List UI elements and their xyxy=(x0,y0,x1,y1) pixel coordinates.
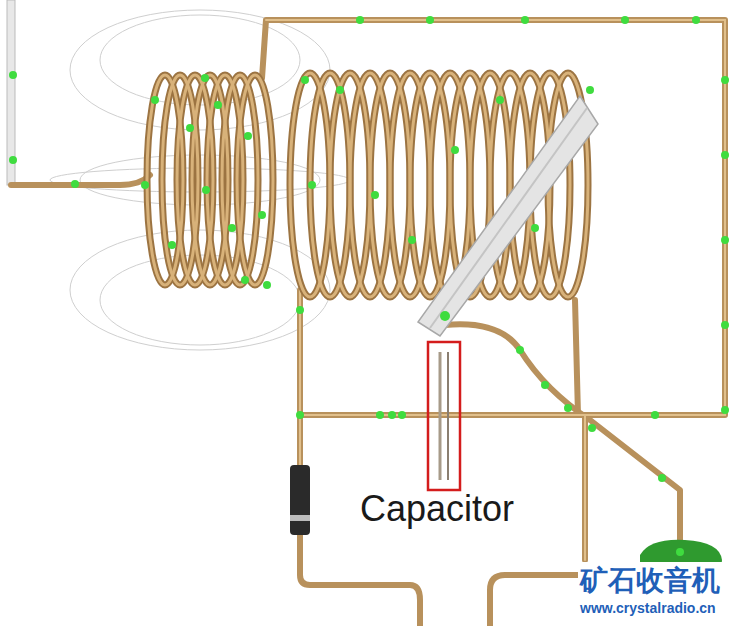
slider-bar xyxy=(418,96,598,336)
watermark: 矿石收音机 xyxy=(578,562,722,600)
part-label: Capacitor xyxy=(358,488,516,530)
field-lines xyxy=(50,10,350,350)
capacitor-symbol xyxy=(428,342,460,490)
contact-dots xyxy=(9,16,729,556)
watermark: www.crystalradio.cn xyxy=(578,600,718,616)
wires xyxy=(11,20,725,626)
small-coil xyxy=(147,75,273,285)
wire-highlights xyxy=(266,20,725,560)
diode-symbol xyxy=(290,465,310,535)
